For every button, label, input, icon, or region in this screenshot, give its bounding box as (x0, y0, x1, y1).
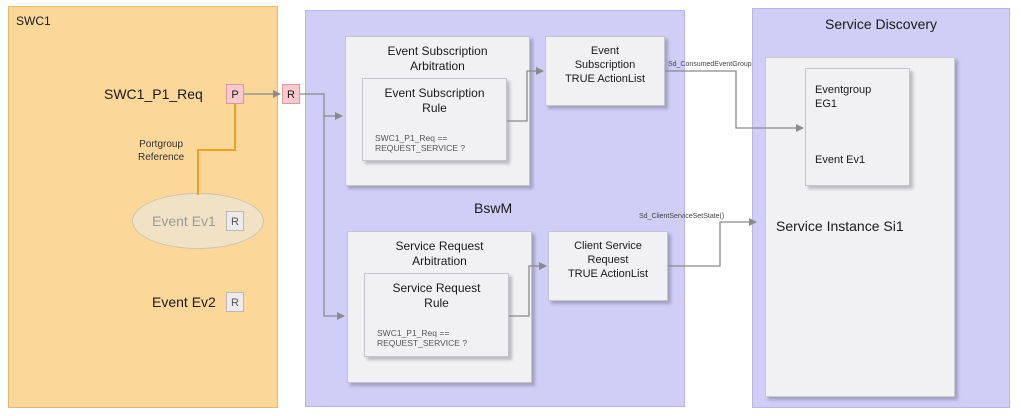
eventgroup-eg1[interactable] (805, 68, 910, 186)
esa-title-line1: Event Subscription (387, 44, 488, 58)
client-service-request-true-actionlist[interactable] (548, 231, 668, 301)
swc1-port-name: SWC1_P1_Req (104, 86, 203, 102)
esa-cond-line2: REQUEST_SERVICE ? (375, 143, 466, 153)
esa-action-label: Event Subscription TRUE ActionList (545, 44, 665, 86)
sra-rule-line1: Service Request (392, 281, 481, 295)
client-service-call-arrow (668, 218, 757, 267)
service-instance-label: Service Instance Si1 (776, 218, 904, 234)
portgroup-reference-label: Portgroup Reference (138, 138, 184, 164)
esa-action-line2: Subscription (574, 59, 636, 71)
portgroup-label-line1: Portgroup (139, 139, 184, 150)
event-ev2-r-port[interactable]: R (226, 292, 244, 312)
sra-title-line1: Service Request (395, 239, 484, 253)
esa-rule-title: Event Subscription Rule (362, 86, 507, 116)
esa-title-line2: Arbitration (410, 59, 465, 73)
sra-cond-line2: REQUEST_SERVICE ? (377, 338, 468, 348)
sra-action-line1: Client Service (574, 240, 642, 252)
bswm-r-port[interactable]: R (282, 84, 300, 104)
consumed-eventgroup-call-label: Sd_ConsumedEventGroupSetState() (668, 61, 784, 68)
bswm-title: BswM (474, 200, 513, 216)
service-request-rule[interactable] (364, 273, 509, 357)
sra-action-line3: TRUE ActionList (567, 268, 649, 280)
eventgroup-label: Eventgroup EG1 (815, 83, 871, 111)
eventgroup-line1: Eventgroup (815, 84, 872, 96)
esa-cond-line1: SWC1_P1_Req == (375, 133, 448, 143)
sd-event-ev1-label: Event Ev1 (815, 154, 866, 166)
consumed-eventgroup-call-arrow (665, 70, 804, 132)
portgroup-reference-line (197, 104, 236, 195)
esa-action-line1: Event (590, 45, 620, 57)
esa-rule-line2: Rule (422, 101, 447, 115)
service-discovery-title: Service Discovery (824, 16, 938, 32)
event-subscription-rule[interactable] (362, 78, 507, 161)
sra-action-label: Client Service Request TRUE ActionList (548, 239, 668, 281)
esa-rule-line1: Event Subscription (384, 86, 485, 100)
sra-rule-line2: Rule (424, 296, 449, 310)
esa-action-line3: TRUE ActionList (564, 73, 646, 85)
swc1-p-port[interactable]: P (226, 84, 244, 104)
r-to-service-request-arrow (300, 93, 345, 320)
event-ev2-label: Event Ev2 (152, 294, 216, 310)
sra-rule-to-action-arrow (509, 262, 547, 317)
event-ev1-r-port[interactable]: R (226, 211, 244, 231)
client-service-call-label: Sd_ClientServiceSetState() (639, 213, 725, 220)
eventgroup-line2: EG1 (815, 98, 838, 110)
sra-cond-line1: SWC1_P1_Req == (377, 328, 450, 338)
portgroup-label-line2: Reference (138, 152, 185, 163)
sra-condition: SWC1_P1_Req == REQUEST_SERVICE ? (377, 328, 467, 348)
esa-rule-to-action-arrow (507, 67, 544, 122)
esa-title: Event Subscription Arbitration (345, 44, 530, 74)
event-ev1-label: Event Ev1 (152, 213, 216, 229)
event-subscription-true-actionlist[interactable] (545, 36, 665, 106)
swc1-title: SWC1 (16, 14, 51, 28)
sra-title: Service Request Arbitration (347, 239, 532, 269)
sra-title-line2: Arbitration (412, 254, 467, 268)
esa-condition: SWC1_P1_Req == REQUEST_SERVICE ? (375, 133, 465, 153)
sra-action-line2: Request (587, 254, 629, 266)
sra-rule-title: Service Request Rule (364, 281, 509, 311)
